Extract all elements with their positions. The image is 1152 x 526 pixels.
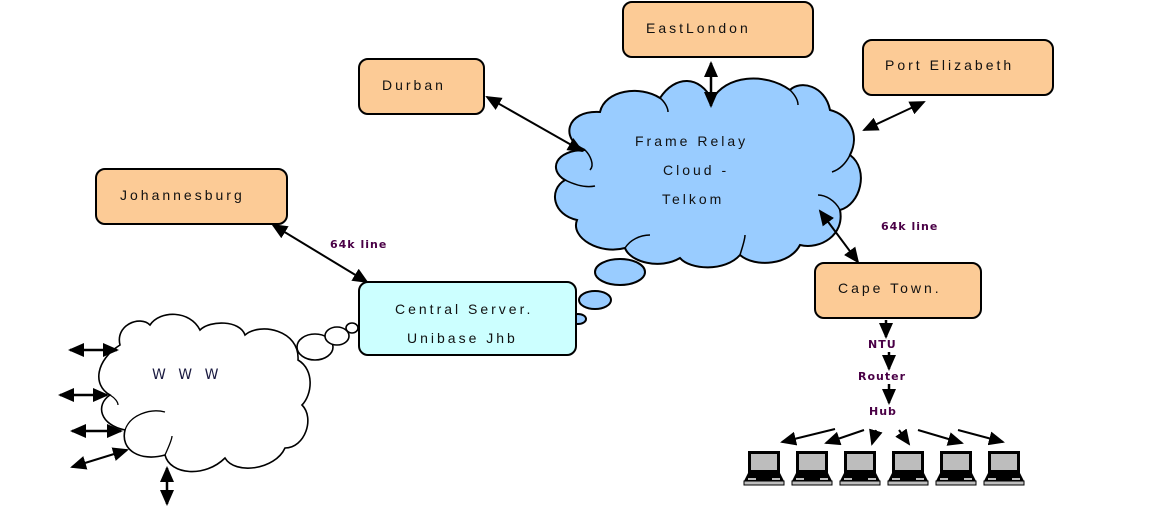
cloud-label-line2: Cloud -	[663, 162, 730, 178]
thought-bubble-large	[594, 258, 646, 286]
laptop-icon	[935, 450, 977, 486]
cloud-label-line1: Frame Relay	[635, 133, 749, 149]
frame-relay-cloud	[554, 77, 862, 269]
www-cloud	[98, 313, 311, 473]
link-cloud-cape-town	[818, 209, 860, 264]
arrow-hub-laptop-5	[917, 429, 964, 446]
www-label: W W W	[152, 367, 223, 383]
node-east-london[interactable]: EastLondon	[622, 1, 814, 58]
link-johannesburg-server	[271, 223, 369, 284]
node-label: EastLondon	[646, 20, 751, 36]
laptop-icon	[839, 450, 881, 486]
server-label-line2: Unibase Jhb	[407, 330, 518, 346]
arrow-hub-laptop-4	[895, 428, 911, 446]
laptop-icon	[983, 450, 1025, 486]
link-label-cloud-cape-town: 64k line	[881, 220, 939, 233]
node-cape-town[interactable]: Cape Town.	[814, 262, 982, 319]
laptop-icon	[743, 450, 785, 486]
link-label-jhb-server: 64k line	[330, 238, 388, 251]
node-label: Johannesburg	[120, 187, 245, 203]
node-johannesburg[interactable]: Johannesburg	[95, 168, 288, 225]
node-label: Durban	[382, 77, 446, 93]
node-central-server[interactable]: Central Server. Unibase Jhb	[358, 281, 577, 356]
link-durban-cloud	[485, 96, 584, 152]
thought-bubble-medium	[578, 290, 612, 310]
node-label: Port Elizabeth	[885, 57, 1015, 73]
node-port-elizabeth[interactable]: Port Elizabeth	[862, 39, 1054, 96]
www-bubble-small	[345, 322, 359, 334]
chain-router: Router	[858, 370, 907, 383]
server-label-line1: Central Server.	[395, 301, 534, 317]
link-port-elizabeth-cloud	[862, 101, 926, 131]
arrow-hub-laptop-6	[957, 429, 1005, 446]
www-bubble-medium	[324, 326, 350, 346]
arrow-hub-laptop-3	[869, 428, 883, 446]
laptop-icon	[887, 450, 929, 486]
chain-hub: Hub	[869, 405, 897, 418]
www-arrow-4	[70, 447, 129, 470]
cloud-label-line3: Telkom	[662, 191, 725, 207]
chain-ntu: NTU	[868, 338, 897, 351]
www-bubble-large	[296, 333, 334, 361]
node-durban[interactable]: Durban	[358, 58, 485, 115]
arrow-hub-laptop-2	[824, 429, 865, 446]
laptop-icon	[791, 450, 833, 486]
node-label: Cape Town.	[838, 280, 942, 296]
arrow-hub-laptop-1	[780, 428, 836, 446]
